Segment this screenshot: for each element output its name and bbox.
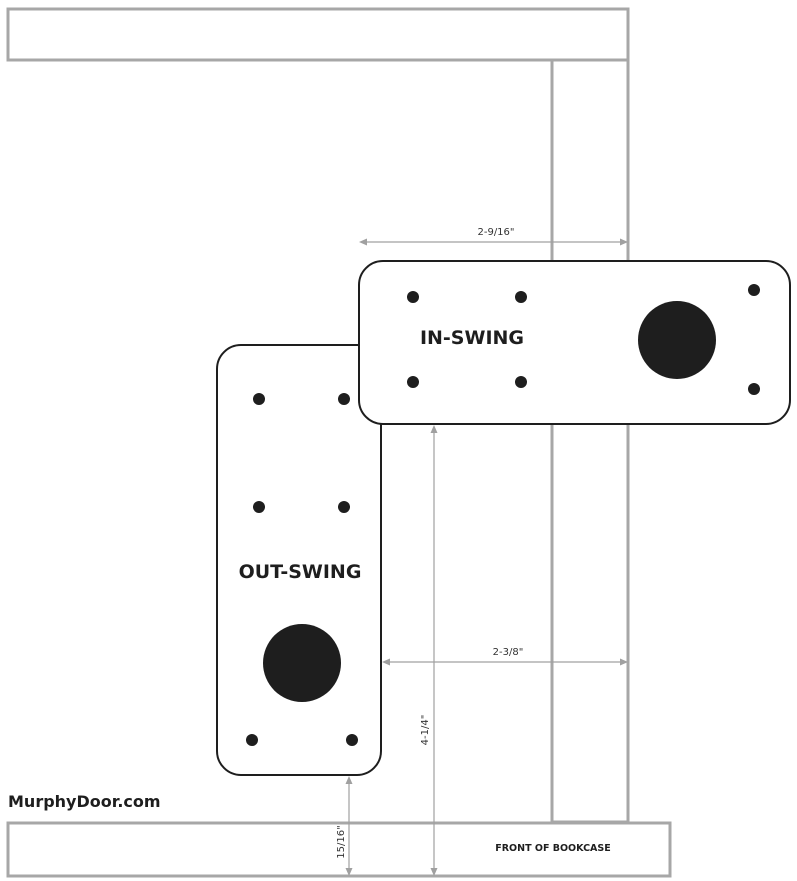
brand-label: MurphyDoor.com bbox=[8, 792, 161, 811]
out-swing-label: OUT-SWING bbox=[239, 561, 362, 583]
arrow-up-icon bbox=[345, 776, 353, 784]
screw-hole-icon bbox=[253, 501, 265, 513]
screw-hole-icon bbox=[407, 291, 419, 303]
arrow-up-icon bbox=[430, 425, 438, 433]
dimension-out-swing-height: 15/16" bbox=[336, 776, 353, 876]
front-of-bookcase-label: FRONT OF BOOKCASE bbox=[495, 843, 610, 854]
screw-hole-icon bbox=[338, 393, 350, 405]
front-of-bookcase-member bbox=[6, 821, 672, 878]
top-frame-member bbox=[6, 7, 630, 62]
dimension-label-out-swing-width: 2-3/8" bbox=[493, 647, 524, 658]
arrow-down-icon bbox=[345, 868, 353, 876]
screw-hole-icon bbox=[515, 291, 527, 303]
screw-hole-icon bbox=[253, 393, 265, 405]
dimension-in-swing-height: 4-1/4" bbox=[420, 425, 438, 876]
out-swing-plate-outline bbox=[216, 344, 382, 776]
arrow-left-icon bbox=[359, 238, 367, 246]
dimension-label-out-swing-height: 15/16" bbox=[336, 825, 347, 858]
arrow-left-icon bbox=[382, 658, 390, 666]
dimension-label-in-swing-width: 2-9/16" bbox=[477, 227, 514, 238]
screw-hole-icon bbox=[748, 284, 760, 296]
in-swing-plate: IN-SWING bbox=[358, 260, 791, 425]
screw-hole-icon bbox=[338, 501, 350, 513]
arrow-right-icon bbox=[620, 238, 628, 246]
vertical-frame-member bbox=[550, 58, 630, 824]
pivot-hole-icon bbox=[263, 624, 341, 702]
arrow-down-icon bbox=[430, 868, 438, 876]
dimension-out-swing-width: 2-3/8" bbox=[382, 647, 628, 666]
screw-hole-icon bbox=[515, 376, 527, 388]
in-swing-label: IN-SWING bbox=[420, 327, 524, 349]
screw-hole-icon bbox=[748, 383, 760, 395]
pivot-hole-icon bbox=[638, 301, 716, 379]
arrow-right-icon bbox=[620, 658, 628, 666]
dimension-in-swing-width: 2-9/16" bbox=[359, 227, 628, 246]
out-swing-plate: OUT-SWING bbox=[216, 344, 382, 776]
dimension-label-in-swing-height: 4-1/4" bbox=[420, 715, 431, 746]
screw-hole-icon bbox=[346, 734, 358, 746]
screw-hole-icon bbox=[407, 376, 419, 388]
screw-hole-icon bbox=[246, 734, 258, 746]
